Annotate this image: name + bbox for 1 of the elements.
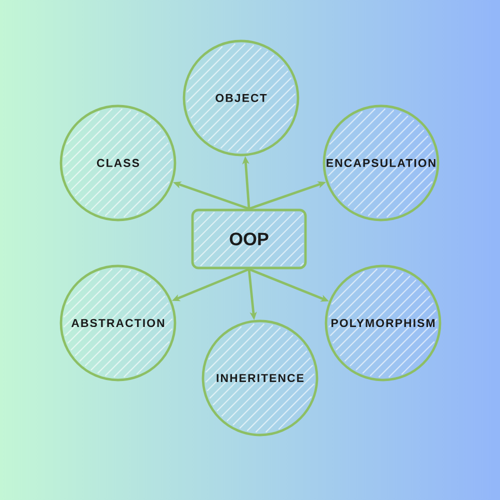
central-box: OOP (191, 208, 307, 270)
